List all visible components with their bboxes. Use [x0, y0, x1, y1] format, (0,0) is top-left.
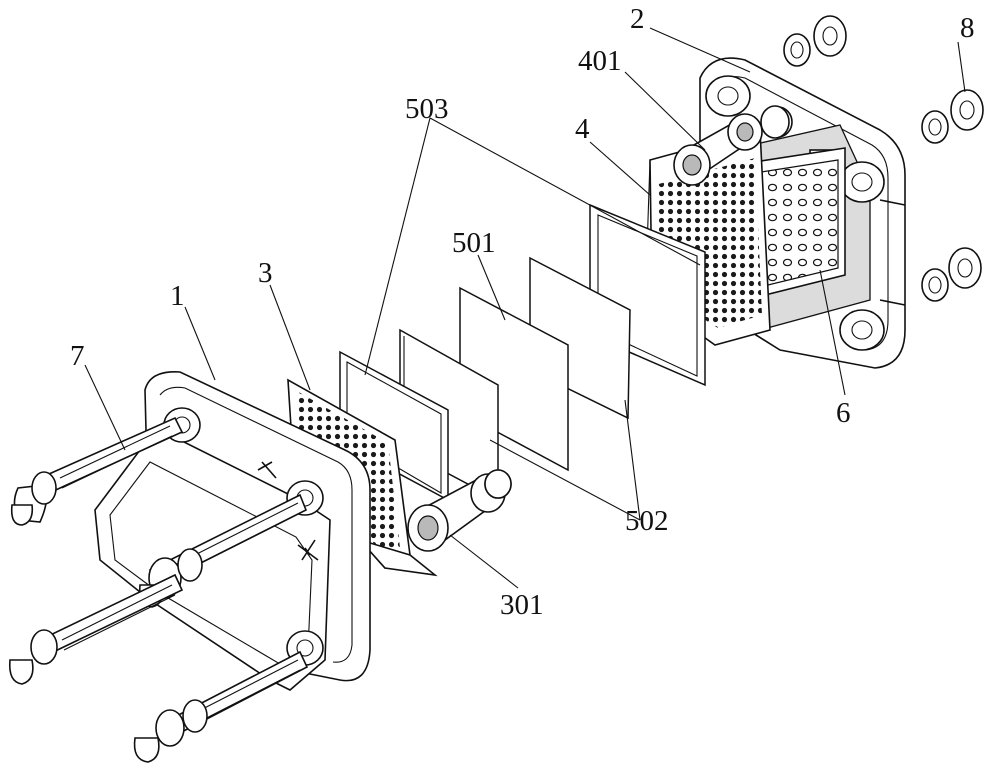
- leader-lines: [84, 27, 966, 589]
- bolt-part-7-bottom: [133, 650, 309, 763]
- label-502: 502: [625, 505, 669, 537]
- nut-washer-part-8-bottom: [921, 247, 982, 302]
- label-301: 301: [500, 589, 544, 621]
- label-3: 3: [258, 257, 273, 289]
- bolt-part-7-lower-left: [8, 573, 184, 685]
- bolt-part-7-top: [10, 416, 184, 526]
- label-1: 1: [170, 280, 185, 312]
- label-401: 401: [578, 45, 622, 77]
- label-8: 8: [960, 12, 975, 44]
- nut-washer-part-8-top: [783, 15, 847, 67]
- label-503: 503: [405, 93, 449, 125]
- nut-washer-part-8-center: [484, 105, 790, 499]
- label-6: 6: [836, 397, 851, 429]
- label-2: 2: [630, 3, 645, 35]
- label-501: 501: [452, 227, 496, 259]
- label-4: 4: [575, 113, 590, 145]
- left-frame-part-1: [94, 371, 371, 691]
- part-labels: 2 401 503 4 8 501 3 1 7 6 502 301: [70, 3, 975, 621]
- nut-washer-part-8-middle: [921, 89, 984, 144]
- label-7: 7: [70, 340, 85, 372]
